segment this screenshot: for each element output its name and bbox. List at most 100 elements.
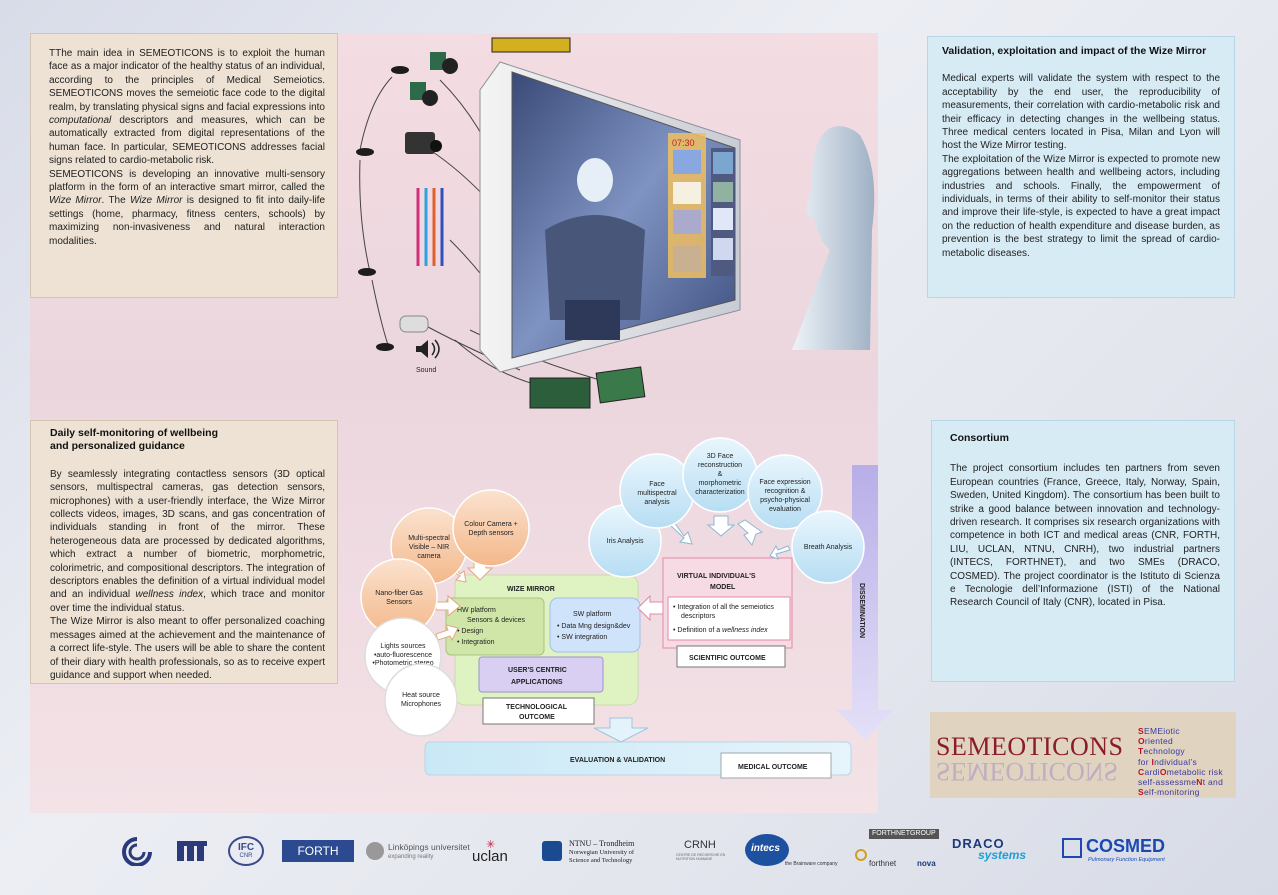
emphasis-text: wellness index (135, 589, 204, 601)
tech-outcome-box (482, 697, 595, 725)
medical-outcome-label: MEDICAL OUTCOME (738, 764, 808, 771)
logo-acronym-line: Self-monitoring (1138, 787, 1200, 798)
sw-item-integration: • SW integration (557, 634, 607, 641)
gas-sensors-label-2: Sensors (386, 599, 412, 606)
cnr-logo (120, 836, 154, 867)
colour-camera-circle (452, 489, 530, 567)
hw-platform-subtitle: Sensors & devices (467, 617, 525, 624)
vm-item-1a: • Integration of all the semeiotics (673, 604, 774, 611)
light-sources-label-1: Lights sources (380, 643, 426, 650)
virtual-model-title-2: MODEL (710, 584, 736, 591)
hw-platform-title: HW platform (457, 607, 496, 614)
cameras-group (405, 52, 458, 154)
cosmed-logo: COSMED Pulmonary Function Equipment (1062, 836, 1182, 866)
daily-paragraph-1: By seamlessly integrating contactless se… (50, 468, 325, 615)
sw-platform-box (549, 597, 641, 653)
intro-paragraph-1: TThe main idea in SEMEOTICONS is to expl… (49, 47, 325, 168)
text-run: TThe main idea in SEMEOTICONS is to expl… (49, 48, 325, 113)
logo-acronym-line: self-assessmeNt and (1138, 777, 1224, 788)
wize-mirror-illustration: Sound 07:30 (356, 37, 875, 409)
face-expression-label-2: recognition & (765, 488, 806, 495)
dissemination-arrow (837, 465, 893, 740)
face-expression-circle (747, 454, 823, 530)
text-run: The Wize Mirror is also meant to offer p… (50, 616, 325, 681)
heat-source-label-2: Microphones (401, 701, 442, 708)
ifc-cnr-logo: IFC CNR (228, 836, 264, 866)
light-sources-label-2: •auto-fluorescence (374, 652, 432, 659)
consortium-title: Consortium (950, 432, 1009, 444)
ntnu-logo: NTNU – Trondheim Norwegian University of… (542, 839, 654, 865)
user-silhouette (792, 126, 875, 351)
emphasis-text: Wize Mirror (129, 195, 183, 207)
gas-sensor (399, 315, 429, 333)
hw-item-integration: • Integration (457, 639, 495, 646)
breath-analysis-circle (791, 510, 865, 584)
circuit-board-1 (529, 377, 591, 409)
virtual-model-content (667, 596, 791, 641)
logo-acronym-line: Oriented (1138, 736, 1174, 747)
user-centric-label-2: APPLICATIONS (511, 679, 563, 686)
text-run: , which trace and monitor over time the … (50, 589, 325, 614)
heat-source-label-1: Heat source (402, 692, 440, 699)
logo-wordmark: SEMEOTICONS (936, 732, 1124, 761)
tech-outcome-label-1: TECHNOLOGICAL (506, 704, 568, 711)
virtual-model-title-1: VIRTUAL INDIVIDUAL'S (677, 573, 756, 580)
speaker-icon (416, 339, 440, 359)
logo-acronym-line: Technology (1138, 746, 1185, 757)
scientific-outcome-box (676, 645, 786, 668)
draco-systems-logo: DRACO systems (952, 836, 1027, 862)
forth-logo: FORTH (282, 840, 354, 862)
text-run: SEMEOTICONS is developing an innovative … (49, 168, 325, 194)
hw-platform-box (445, 597, 545, 656)
crnh-logo: CRNH CENTRE DE RECHERCHE EN NUTRITION HU… (676, 839, 726, 861)
face-3d-label-3: & (718, 471, 723, 478)
multispectral-label-3: camera (417, 553, 440, 560)
sw-platform-title: SW platform (573, 611, 612, 618)
face-expression-label-3: psycho-physical (760, 497, 810, 504)
user-centric-box (478, 656, 604, 693)
emphasis-text: computational (49, 115, 112, 127)
gas-sensors-label-1: Nano-fiber Gas (375, 590, 423, 597)
daily-paragraph-2: The Wize Mirror is also meant to offer p… (50, 615, 325, 682)
multispectral-label-2: Visible – NIR (409, 544, 449, 551)
logo-wordmark-reflection: SEMEOTICONS (936, 757, 1119, 786)
tech-outcome-label-2: OUTCOME (519, 714, 555, 721)
workflow-diagram: DISSEMINATION EVALUATION & VALIDATION ME… (360, 437, 893, 779)
user-centric-label-1: USER'S CENTRIC (508, 667, 567, 674)
uclan-logo: ✳ uclan (472, 839, 508, 865)
linkoping-logo: Linköpings universitet expanding reality (366, 840, 470, 864)
multispectral-label-1: Multi-spectral (408, 535, 450, 542)
logo-acronym-line: SEMEiotic (1138, 726, 1180, 736)
text-run: is designed to fit into daily-life setti… (49, 195, 326, 247)
colour-camera-label-2: Depth sensors (468, 530, 514, 537)
consortium-panel: Consortium The project consortium includ… (931, 420, 1235, 682)
validation-panel: Validation, exploitation and impact of t… (927, 36, 1235, 298)
analysis-arrows (669, 515, 791, 560)
validation-paragraph-2: The exploitation of the Wize Mirror is e… (942, 153, 1220, 259)
intro-paragraph-2: SEMEOTICONS is developing an innovative … (49, 168, 325, 248)
face-3d-label-1: 3D Face (707, 453, 734, 460)
forthnet-nova-logo: FORTHNETGROUP forthnet nova (855, 829, 941, 873)
text-run: By seamlessly integrating contactless se… (50, 468, 325, 601)
validation-paragraph-1: Medical experts will validate the system… (942, 73, 1220, 152)
consortium-text: The project consortium includes ten part… (950, 463, 1220, 609)
face-expression-label-4: evaluation (769, 506, 801, 513)
sw-item-data-mng: • Data Mng design&dev (557, 623, 631, 630)
isti-logo (175, 838, 211, 864)
emphasis-text: Wize Mirror (49, 195, 102, 207)
hw-item-design: • Design (457, 628, 483, 635)
intro-panel: TThe main idea in SEMEOTICONS is to expl… (30, 33, 338, 298)
vm-item-2: • Definition of a wellness index (673, 627, 768, 634)
face-multispectral-label-2: multispectral (637, 490, 677, 497)
wize-mirror-title: WIZE MIRROR (507, 586, 555, 593)
colour-camera-label-1: Colour Camera + (464, 521, 518, 528)
logo-acronym-line: for Individual’s (1138, 756, 1197, 767)
circuit-board-2 (595, 366, 646, 404)
heat-source-circle (384, 663, 458, 737)
person-reflection (545, 158, 645, 340)
iris-analysis-label: Iris Analysis (607, 538, 644, 545)
